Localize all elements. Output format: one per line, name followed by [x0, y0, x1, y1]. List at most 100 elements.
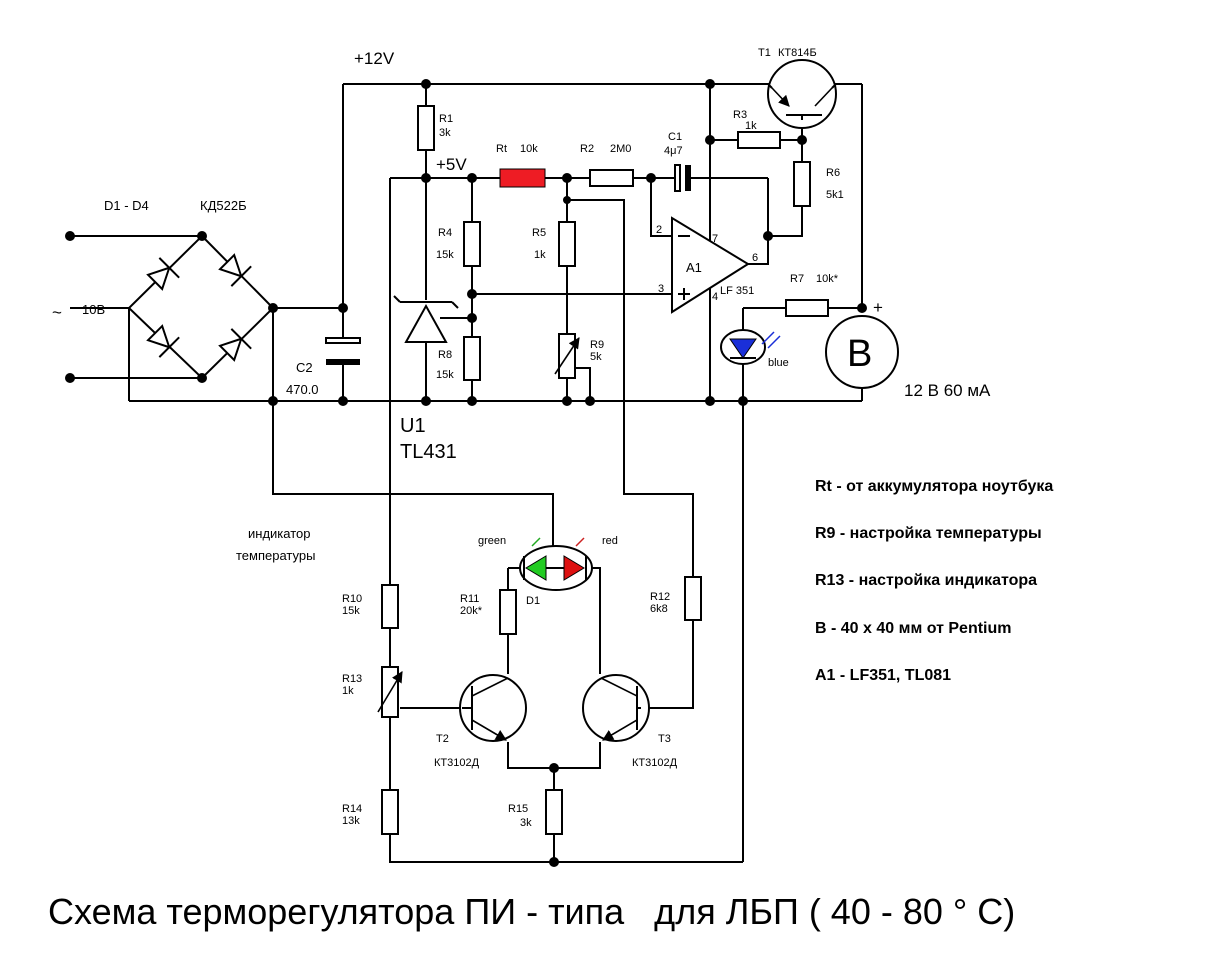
label-t2-type: КТ3102Д	[434, 757, 480, 769]
blue-led	[720, 329, 781, 365]
labels: +12V +5V D1 - D4 КД522Б ~ 10В C2 470.0 R…	[52, 47, 991, 829]
r6-body	[793, 161, 811, 207]
label-indicator-line1: индикатор	[248, 526, 310, 541]
label-a1-pin2: 2	[656, 224, 662, 236]
label-t3-name: T3	[658, 733, 671, 745]
label-c2-value: 470.0	[286, 382, 319, 397]
notes: Rt - от аккумулятора ноутбука R9 - настр…	[815, 478, 1053, 684]
label-t2-name: T2	[436, 733, 449, 745]
wires	[70, 83, 863, 863]
label-r8-name: R8	[438, 349, 452, 361]
label-12v: +12V	[354, 49, 395, 68]
label-led-blue: blue	[768, 357, 789, 369]
t1-transistor	[767, 59, 837, 129]
label-r2-name: R2	[580, 143, 594, 155]
diagram-title: Схема терморегулятора ПИ - типа для ЛБП …	[48, 891, 1015, 932]
r10-body	[381, 584, 399, 629]
label-r6-name: R6	[826, 167, 840, 179]
note-r13: R13 - настройка индикатора	[815, 572, 1037, 589]
label-a1-pin4: 4	[712, 291, 718, 303]
label-t1-type: КТ814Б	[778, 47, 817, 59]
d1-bicolor-led	[519, 537, 593, 591]
note-fan: B - 40 x 40 мм от Pentium	[815, 620, 1012, 637]
label-r13-name: R13	[342, 673, 362, 685]
label-fan-spec: 12 В 60 мА	[904, 381, 991, 400]
r11-body	[499, 589, 517, 635]
tl431-zener	[393, 295, 459, 343]
label-r14-value: 13k	[342, 815, 360, 827]
label-bridge-name: D1 - D4	[104, 198, 149, 213]
label-c2-name: C2	[296, 360, 313, 375]
label-t3-type: КТ3102Д	[632, 757, 678, 769]
fan-b	[825, 315, 899, 389]
label-rt-value: 10k	[520, 143, 538, 155]
label-r3-value: 1k	[745, 120, 757, 132]
r2-body	[589, 169, 634, 187]
opamp-a1	[671, 216, 750, 314]
label-r11-value: 20k*	[460, 605, 483, 617]
label-d1-name: D1	[526, 595, 540, 607]
label-r1-value: 3k	[439, 127, 451, 139]
label-r10-value: 15k	[342, 605, 360, 617]
label-5v: +5V	[436, 155, 467, 174]
r4-body	[463, 221, 481, 267]
label-r2-value: 2M0	[610, 143, 631, 155]
junctions	[65, 79, 867, 867]
label-r15-name: R15	[508, 803, 528, 815]
label-r3-name: R3	[733, 109, 747, 121]
potentiometers	[377, 333, 580, 718]
label-r14-name: R14	[342, 803, 362, 815]
r12-body	[684, 576, 702, 621]
t2-transistor	[459, 674, 527, 742]
label-fan-plus: +	[873, 298, 883, 317]
label-a1-pin3: 3	[658, 283, 664, 295]
note-r9: R9 - настройка температуры	[815, 525, 1042, 542]
label-a1-type: LF 351	[720, 285, 754, 297]
label-d1-red: red	[602, 535, 618, 547]
label-rt-name: Rt	[496, 143, 507, 155]
label-t1-name: T1	[758, 47, 771, 59]
label-r15-value: 3k	[520, 817, 532, 829]
label-a1-pin7: 7	[712, 233, 718, 245]
label-ac-input: 10В	[82, 302, 105, 317]
r3-body	[737, 131, 781, 149]
label-u1-type: TL431	[400, 441, 457, 463]
label-r7-value: 10k*	[816, 273, 839, 285]
label-r11-name: R11	[460, 593, 479, 605]
r15-body	[545, 789, 563, 835]
r7-body	[785, 299, 829, 317]
label-bridge-type: КД522Б	[200, 198, 247, 213]
label-r5-value: 1k	[534, 249, 546, 261]
label-r5-name: R5	[532, 227, 546, 239]
label-r1-name: R1	[439, 113, 453, 125]
r5-body	[558, 221, 576, 267]
label-indicator-line2: температуры	[236, 548, 315, 563]
label-fan-name: B	[847, 333, 872, 375]
c2-capacitor	[325, 337, 361, 365]
label-r10-name: R10	[342, 593, 362, 605]
label-r4-value: 15k	[436, 249, 454, 261]
r1-body	[417, 105, 435, 151]
label-r8-value: 15k	[436, 369, 454, 381]
label-r12-name: R12	[650, 591, 670, 603]
note-rt: Rt - от аккумулятора ноутбука	[815, 478, 1053, 495]
label-r6-value: 5k1	[826, 189, 844, 201]
label-d1-green: green	[478, 535, 506, 547]
c1-capacitor	[674, 164, 691, 192]
label-a1-pin6: 6	[752, 252, 758, 264]
label-r7-name: R7	[790, 273, 804, 285]
r8-body	[463, 336, 481, 381]
diode-bridge	[127, 234, 275, 380]
resistors	[381, 105, 829, 835]
label-u1-name: U1	[400, 415, 426, 437]
t3-transistor	[582, 674, 650, 742]
note-a1: A1 - LF351, TL081	[815, 667, 951, 684]
label-r4-name: R4	[438, 227, 452, 239]
label-a1-name: A1	[686, 260, 702, 275]
label-r9-name: R9	[590, 339, 604, 351]
label-r13-value: 1k	[342, 685, 354, 697]
r14-body	[381, 789, 399, 835]
label-r12-value: 6k8	[650, 603, 668, 615]
label-c1-value: 4μ7	[664, 145, 683, 157]
